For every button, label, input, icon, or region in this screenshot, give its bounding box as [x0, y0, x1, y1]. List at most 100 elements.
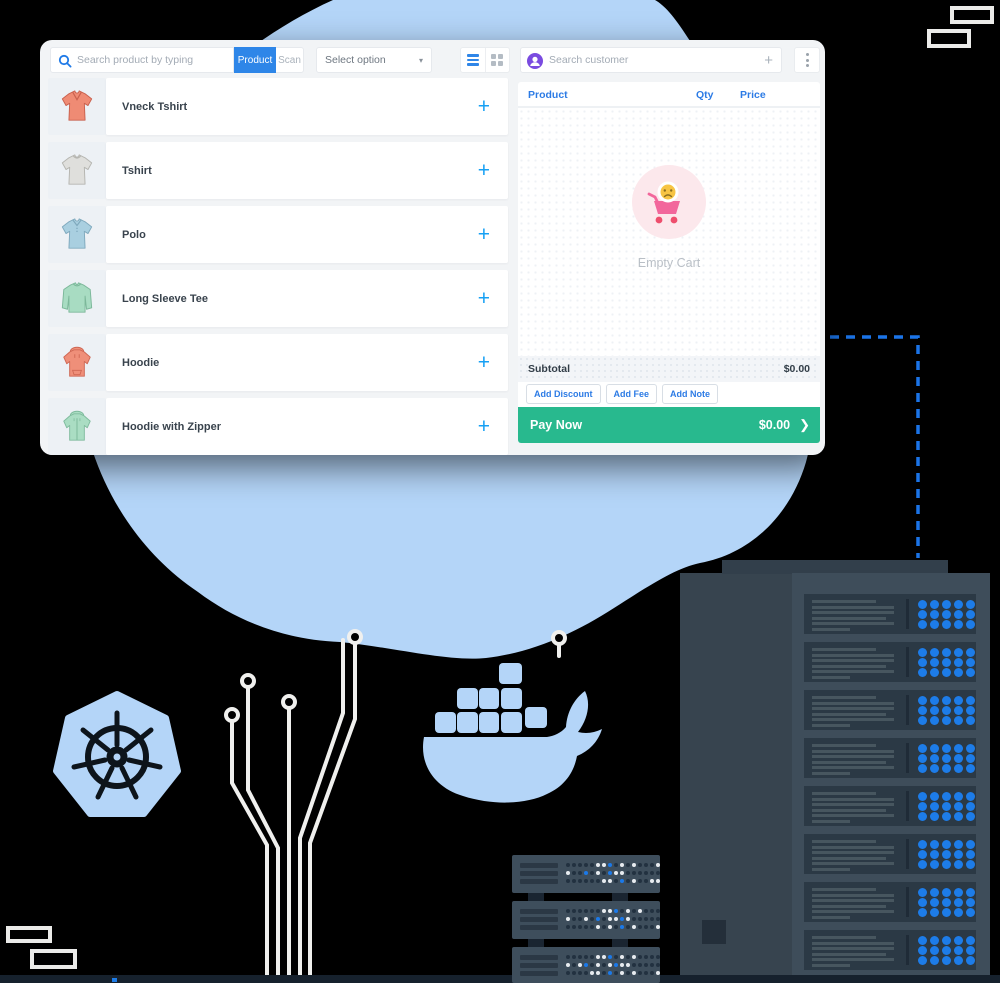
- customer-avatar-icon: [527, 53, 543, 69]
- led-dot: [941, 695, 951, 705]
- led-dot: [929, 859, 939, 869]
- led-dot: [650, 862, 654, 867]
- option-select-value: Select option: [325, 54, 386, 66]
- led-dot: [614, 970, 618, 975]
- led-dot: [941, 839, 951, 849]
- customer-search-input[interactable]: [521, 48, 781, 72]
- circuit-lines: [230, 638, 561, 979]
- add-to-cart-button[interactable]: +: [477, 415, 490, 438]
- product-card[interactable]: Vneck Tshirt +: [106, 78, 508, 135]
- server-module: [804, 834, 976, 874]
- product-card[interactable]: Hoodie +: [106, 334, 508, 391]
- led-dot: [953, 955, 963, 965]
- kebab-icon: [805, 53, 809, 56]
- led-dot: [965, 907, 975, 917]
- led-dot: [578, 862, 582, 867]
- pay-now-button[interactable]: Pay Now $0.00 ❯: [518, 407, 820, 443]
- pay-now-label: Pay Now: [530, 418, 583, 432]
- led-dot: [917, 859, 927, 869]
- led-dot: [953, 839, 963, 849]
- search-icon: [58, 54, 72, 68]
- led-dot: [953, 695, 963, 705]
- product-card[interactable]: Long Sleeve Tee +: [106, 270, 508, 327]
- led-dot: [578, 908, 582, 913]
- led-dot: [596, 916, 600, 921]
- cart-header: Product Qty Price: [518, 82, 820, 108]
- long-sleeve-tee-image: [61, 281, 93, 313]
- grid-view-button[interactable]: [486, 48, 510, 72]
- product-search-input[interactable]: [51, 48, 233, 72]
- led-dot: [965, 887, 975, 897]
- led-dot: [578, 954, 582, 959]
- led-dot: [929, 907, 939, 917]
- led-dot: [941, 955, 951, 965]
- product-thumbnail: [48, 334, 106, 391]
- empty-cart-icon: [632, 165, 706, 239]
- server-module-line: [812, 755, 894, 758]
- add-to-cart-button[interactable]: +: [477, 223, 490, 246]
- add-to-cart-button[interactable]: +: [477, 159, 490, 182]
- led-dot: [656, 962, 660, 967]
- option-select[interactable]: Select option ▾: [316, 47, 432, 73]
- add-to-cart-button[interactable]: +: [477, 287, 490, 310]
- add-to-cart-button[interactable]: +: [477, 95, 490, 118]
- more-options-button[interactable]: [794, 47, 820, 73]
- server-module-line: [812, 772, 850, 775]
- add-to-cart-button[interactable]: +: [477, 351, 490, 374]
- server-module-line: [812, 702, 894, 705]
- server-module: [804, 690, 976, 730]
- led-dot: [614, 862, 618, 867]
- add-note-button[interactable]: Add Note: [662, 384, 719, 404]
- led-dot: [614, 908, 618, 913]
- led-dot: [965, 695, 975, 705]
- chevron-down-icon: ▾: [418, 55, 423, 65]
- add-discount-button[interactable]: Add Discount: [526, 384, 601, 404]
- add-customer-button[interactable]: +: [764, 52, 773, 69]
- scan-mode-button[interactable]: Scan: [276, 47, 304, 73]
- led-dot: [953, 945, 963, 955]
- led-dot: [566, 908, 570, 913]
- server-module-divider: [906, 695, 909, 725]
- led-dot: [953, 667, 963, 677]
- server-module: [804, 882, 976, 922]
- mini-rack: [512, 855, 660, 893]
- led-dot: [929, 667, 939, 677]
- led-dot: [620, 908, 624, 913]
- led-dot: [965, 763, 975, 773]
- led-dot: [650, 962, 654, 967]
- product-card[interactable]: Hoodie with Zipper +: [106, 398, 508, 455]
- led-dot: [602, 908, 606, 913]
- led-dot: [929, 657, 939, 667]
- decor-rect: [6, 926, 52, 943]
- bottom-rack-strip: [0, 975, 1000, 983]
- led-dot: [953, 657, 963, 667]
- led-dot: [596, 970, 600, 975]
- led-dot: [596, 954, 600, 959]
- server-module-line: [812, 820, 850, 823]
- server-module-divider: [906, 887, 909, 917]
- led-dot: [941, 743, 951, 753]
- led-dot: [941, 763, 951, 773]
- led-dot: [953, 897, 963, 907]
- led-dot: [917, 705, 927, 715]
- led-dot: [620, 862, 624, 867]
- product-card[interactable]: Tshirt +: [106, 142, 508, 199]
- dashed-connector-line: [830, 335, 920, 558]
- led-dot: [917, 743, 927, 753]
- server-module-line: [812, 916, 850, 919]
- server-module-line: [812, 761, 886, 764]
- led-dot: [620, 962, 624, 967]
- server-tower-body: [792, 573, 990, 975]
- list-view-button[interactable]: [461, 48, 486, 72]
- led-dot: [965, 859, 975, 869]
- led-dot: [917, 935, 927, 945]
- led-dot: [917, 801, 927, 811]
- led-dot: [572, 878, 576, 883]
- product-mode-button[interactable]: Product: [234, 47, 276, 73]
- add-fee-button[interactable]: Add Fee: [605, 384, 658, 404]
- server-tower-side: [680, 573, 792, 975]
- led-dot: [929, 897, 939, 907]
- led-dot: [632, 878, 636, 883]
- product-card[interactable]: Polo +: [106, 206, 508, 263]
